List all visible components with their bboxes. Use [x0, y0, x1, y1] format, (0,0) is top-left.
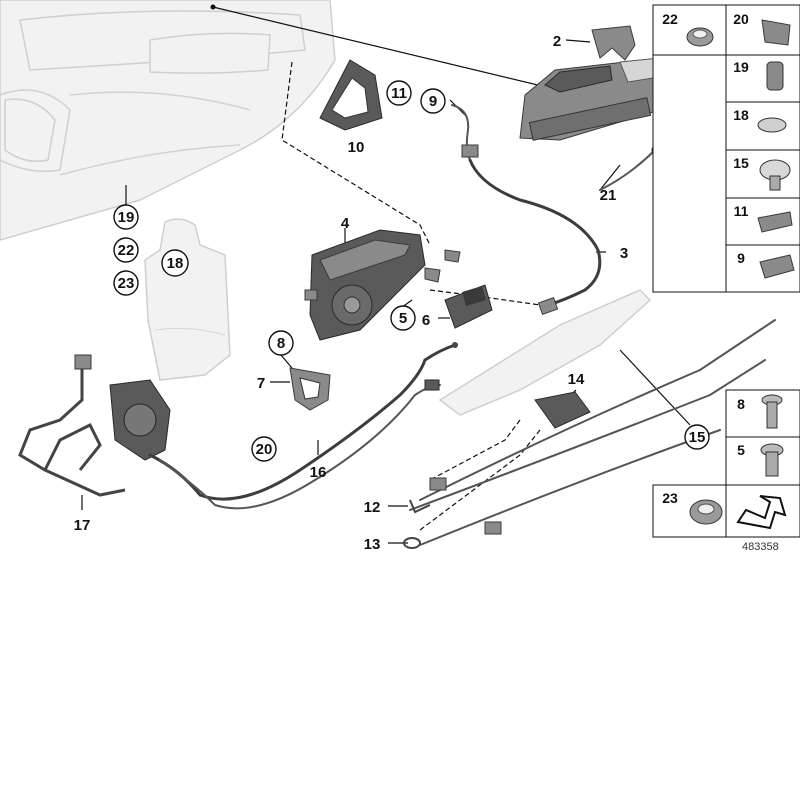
callout-15-circle	[684, 424, 710, 450]
callout-19-circle	[113, 204, 139, 230]
side-panel-top: 22 20 19 18 15 11 9	[652, 4, 800, 293]
part-10-cover	[319, 59, 383, 131]
side-panel-bottom: 8 5 23	[652, 389, 800, 538]
part-7-bracket	[289, 367, 331, 411]
callout-5-circle	[390, 305, 416, 331]
callout-11-circle	[386, 80, 412, 106]
panel-label-9: 9	[737, 250, 745, 266]
callout-23: 23	[118, 275, 135, 292]
panel-label-5: 5	[737, 442, 745, 458]
part-01-handle	[519, 57, 676, 141]
leader-lines	[81, 4, 691, 544]
part-20-motor	[109, 379, 171, 461]
callout-16: 16	[310, 464, 327, 481]
diagram-reference-number: 483358	[742, 541, 779, 553]
part-14-module	[534, 391, 591, 429]
callout-18-circle	[161, 249, 189, 277]
panel-label-19: 19	[733, 59, 749, 75]
callout-20: 20	[256, 441, 273, 458]
panel-label-20: 20	[733, 11, 749, 27]
part-6-switch	[444, 284, 493, 329]
callout-2: 2	[553, 33, 561, 50]
callout-20-circle	[251, 436, 277, 462]
callout-14: 14	[568, 371, 585, 388]
part-15-rail	[409, 289, 776, 546]
part-13-cable-end	[403, 521, 502, 549]
panel-label-23: 23	[662, 490, 678, 506]
panel-label-8: 8	[737, 396, 745, 412]
callout-3: 3	[620, 245, 628, 262]
callout-21: 21	[600, 187, 617, 204]
callout-23-circle	[113, 270, 139, 296]
lock-screws	[424, 249, 461, 283]
panel-label-15: 15	[733, 155, 749, 171]
callout-8-circle	[268, 330, 294, 356]
callout-15: 15	[689, 429, 706, 446]
panel-label-11: 11	[734, 203, 749, 219]
callout-10: 10	[348, 139, 365, 156]
callout-5: 5	[399, 310, 407, 327]
tailgate-background	[0, 0, 336, 241]
callout-7: 7	[257, 375, 265, 392]
callout-4: 4	[341, 215, 350, 232]
callout-18: 18	[167, 255, 184, 272]
part-4-lock-actuator	[304, 229, 426, 341]
part-2-bracket	[591, 25, 636, 61]
callout-11: 11	[391, 85, 407, 102]
callout-22-circle	[113, 237, 139, 263]
panel-label-18: 18	[733, 107, 749, 123]
panel-label-22: 22	[662, 11, 678, 27]
callout-8: 8	[277, 335, 285, 352]
part-18-reservoir	[144, 218, 231, 381]
callout-9-circle	[420, 88, 446, 114]
callouts: 2 11 9 10 21 3 4 5 6 19 22 23 18 8 7 20 …	[74, 33, 710, 553]
callout-6: 6	[422, 312, 430, 329]
callout-12: 12	[364, 499, 381, 516]
part-17-bracket	[18, 354, 126, 497]
part-16-harness	[148, 342, 458, 510]
callout-17: 17	[74, 517, 91, 534]
part-12-cable-end	[409, 477, 447, 514]
callout-22: 22	[118, 242, 135, 259]
callout-13: 13	[364, 536, 381, 553]
callout-9: 9	[429, 93, 437, 110]
callout-19: 19	[118, 209, 135, 226]
